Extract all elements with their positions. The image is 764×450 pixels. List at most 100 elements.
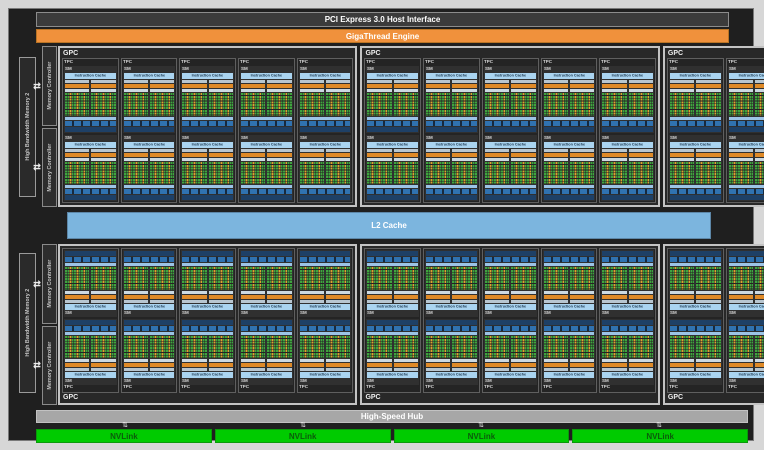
cuda-core-grid [393,161,419,184]
instruction-buffer [696,299,721,303]
warp-scheduler [91,294,116,299]
sm-label: SM [65,135,72,140]
instruction-cache-label: Instruction Cache [435,373,468,377]
processing-block [543,148,568,184]
texture-units [669,325,721,331]
sm-processing-blocks [484,80,536,116]
instruction-cache-label: Instruction Cache [192,373,224,377]
cuda-core-grid [696,161,721,184]
processing-block [602,80,627,116]
tpc-block: TPC SM Instruction Cache SM [120,58,178,203]
sm-label: SM [728,66,736,72]
sm-processing-blocks [182,148,234,184]
texture-l1-cache [299,331,351,335]
processing-block [484,335,510,371]
instruction-cache-label: Instruction Cache [738,74,764,78]
sm-label: SM [241,310,248,315]
instruction-buffer [123,368,149,371]
instruction-buffer [123,80,149,83]
warp-scheduler [208,152,234,157]
processing-block [569,148,595,184]
cuda-core-grid [511,267,536,290]
register-file [241,359,266,362]
register-file [602,290,627,294]
processing-block [754,267,764,303]
instruction-cache: Instruction Cache [123,141,175,148]
processing-block [393,80,419,116]
instruction-cache: Instruction Cache [728,372,764,378]
sm-processing-blocks [367,148,419,184]
instruction-cache-label: Instruction Cache [74,304,107,309]
instruction-buffer [602,80,627,83]
tpc-block: TPC SM Instruction Cache SM [725,248,764,393]
cuda-core-grid [426,93,451,116]
instruction-buffer [299,148,325,152]
instruction-buffer [452,80,477,83]
warp-scheduler [299,84,325,88]
cuda-core-grid [241,267,266,290]
instruction-cache-label: Instruction Cache [133,373,165,377]
sm-processing-blocks [484,335,536,371]
gpc-block: GPC TPC SM Instruction Cache [662,46,764,207]
instruction-cache-label: Instruction Cache [738,142,764,147]
register-file [241,290,266,294]
processing-block [267,80,292,116]
texture-units [241,325,292,331]
texture-units [602,257,653,262]
sm-label: SM [123,135,131,140]
register-file [150,359,175,362]
instruction-cache-label: Instruction Cache [74,142,107,147]
cuda-core-grid [182,267,207,290]
warp-scheduler [267,84,292,88]
sm-processing-blocks [484,267,536,303]
sm-processing-blocks [241,335,292,371]
instruction-cache-label: Instruction Cache [679,74,711,78]
instruction-cache: Instruction Cache [182,303,234,310]
processing-block [150,267,175,303]
tpc-label: TPC [483,60,493,65]
texture-l1-cache [543,185,595,188]
processing-block [123,80,149,116]
shared-memory [602,195,653,200]
sm-processing-blocks [299,80,351,116]
shared-memory [241,195,292,200]
sm-label: SM [669,378,677,384]
tpc-label: TPC [240,385,250,390]
shared-memory [367,319,419,325]
warp-scheduler [511,84,536,88]
memory-controller: Memory Controller [42,128,57,207]
instruction-buffer [208,299,234,303]
instruction-cache-label: Instruction Cache [377,373,409,377]
texture-l1-cache [182,116,234,120]
gpc-label: GPC [667,50,684,57]
processing-block [182,148,207,184]
sm-processing-blocks [367,335,419,371]
cuda-core-grid [123,93,149,116]
instruction-buffer [241,368,266,371]
tpc-block: TPC SM Instruction Cache SM [238,248,295,393]
register-file [754,157,764,161]
processing-block [326,335,351,371]
texture-units [728,257,764,262]
sm-label: SM [543,310,551,315]
shared-memory [602,319,653,325]
shared-memory [669,126,721,132]
warp-scheduler [543,294,568,299]
instruction-buffer [367,148,392,152]
processing-block [65,148,90,184]
warp-scheduler [628,294,653,299]
cuda-core-grid [543,267,568,290]
register-file [543,89,568,92]
instruction-cache: Instruction Cache [602,372,653,378]
shared-memory [484,251,536,256]
register-file [628,89,653,92]
register-file [208,89,234,92]
processing-block [696,80,721,116]
cuda-core-grid [754,267,764,290]
register-file [150,157,175,161]
texture-units [367,189,419,194]
tpc-label: TPC [727,60,737,65]
tpc-label: TPC [425,385,435,390]
instruction-buffer [299,80,325,83]
cuda-core-grid [728,335,753,358]
